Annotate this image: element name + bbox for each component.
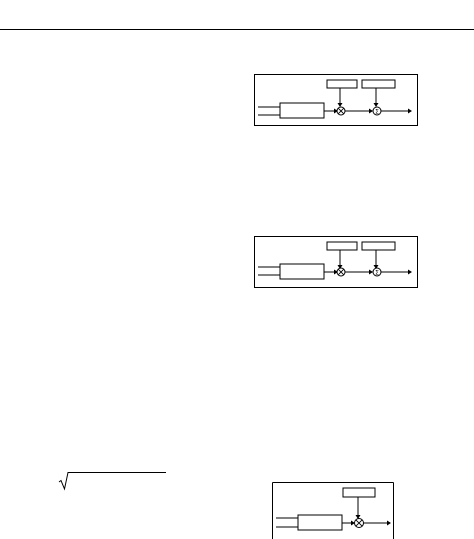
square-root-icon xyxy=(58,472,166,491)
output-arrowhead xyxy=(387,520,391,526)
summer-symbol: Σ xyxy=(375,109,379,116)
arrowhead-into-multiplier xyxy=(334,269,338,275)
arrowhead-into-multiplier xyxy=(334,108,338,114)
top-block-right xyxy=(361,241,396,251)
header-rule xyxy=(0,29,474,30)
block-diagram-2: Σ xyxy=(254,236,418,288)
block-diagram-3-svg xyxy=(272,482,394,539)
block-diagram-3 xyxy=(272,482,394,539)
summer-symbol: Σ xyxy=(375,270,379,277)
top-block-left xyxy=(326,79,358,89)
multiplier-cross-b xyxy=(355,519,363,527)
output-arrowhead xyxy=(408,108,412,114)
arrowhead-summer xyxy=(373,103,379,107)
multiplier-cross-b xyxy=(337,268,345,276)
square-root-expression xyxy=(58,468,170,492)
diagram-frame xyxy=(254,74,418,126)
arrowhead-multiplier xyxy=(337,103,343,107)
multiplier-cross-b xyxy=(337,107,345,115)
arrowhead-multiplier xyxy=(337,265,343,269)
radical-sign xyxy=(58,472,166,491)
diagram-frame xyxy=(254,236,418,288)
top-block xyxy=(342,487,376,498)
arrowhead-into-summer xyxy=(369,108,373,114)
top-block-left xyxy=(326,241,358,251)
arrowhead-summer xyxy=(373,265,379,269)
output-arrowhead xyxy=(408,269,412,275)
block-diagram-2-svg: Σ xyxy=(254,236,418,288)
arrowhead-multiplier xyxy=(355,515,361,519)
main-block xyxy=(297,514,343,531)
main-block xyxy=(279,102,325,119)
block-diagram-1-svg: Σ xyxy=(254,74,418,126)
arrowhead-into-multiplier xyxy=(351,520,355,526)
top-block-right xyxy=(361,79,396,89)
main-block xyxy=(279,263,325,280)
arrowhead-into-summer xyxy=(369,269,373,275)
block-diagram-1: Σ xyxy=(254,74,418,126)
